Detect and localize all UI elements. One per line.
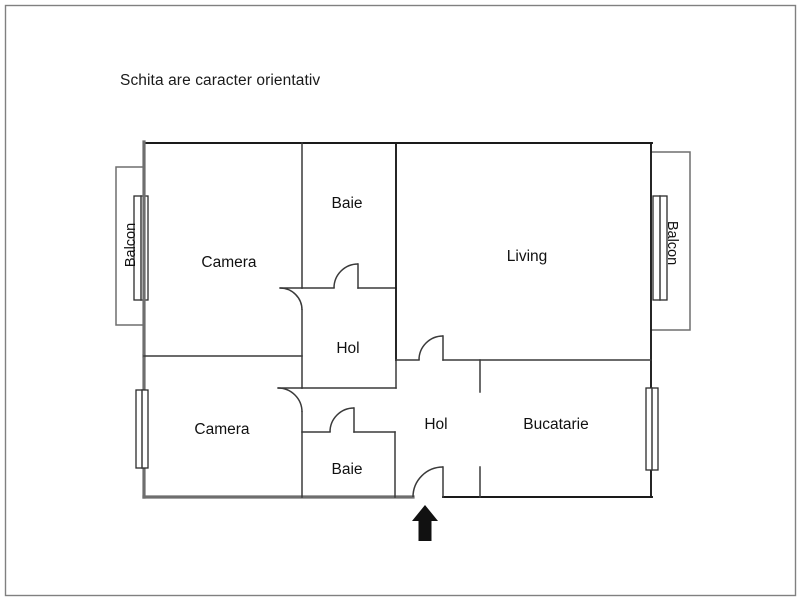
room-label-living: Living xyxy=(507,248,548,265)
door-camera-top xyxy=(279,287,303,311)
door-baie-bottom-arc xyxy=(329,407,355,433)
page-title: Schita are caracter orientativ xyxy=(120,72,321,89)
room-label-hol-lower: Hol xyxy=(424,416,447,433)
door-baie-top xyxy=(333,263,359,289)
door-camera-bottom xyxy=(277,387,303,413)
entrance-arrow xyxy=(412,505,438,541)
balcon-right-group: Balcon xyxy=(651,151,691,331)
room-label-baie-top: Baie xyxy=(331,195,362,212)
door-baie-top-arc xyxy=(333,263,359,289)
door-living-arc xyxy=(418,335,444,361)
room-label-camera-bottom-left: Camera xyxy=(194,421,250,438)
room-label-baie-bottom: Baie xyxy=(331,461,362,478)
balcon-right-label: Balcon xyxy=(664,221,680,265)
door-entrance xyxy=(412,466,444,498)
window-left-lower-group xyxy=(135,389,149,469)
page-border xyxy=(4,4,797,597)
door-living xyxy=(418,335,444,361)
balcon-left-outline xyxy=(115,166,145,326)
door-entrance-arc xyxy=(412,466,444,498)
balcon-left-label: Balcon xyxy=(123,223,139,267)
room-label-camera-top-left: Camera xyxy=(201,254,257,271)
room-label-bucatarie: Bucatarie xyxy=(523,416,588,433)
balcon-right-outline xyxy=(651,151,691,331)
door-camera-bottom-arc xyxy=(277,387,303,413)
window-right-lower-group xyxy=(645,387,659,471)
door-camera-top-arc xyxy=(279,287,303,311)
room-label-hol-upper: Hol xyxy=(336,340,359,357)
door-baie-bottom xyxy=(329,407,355,433)
